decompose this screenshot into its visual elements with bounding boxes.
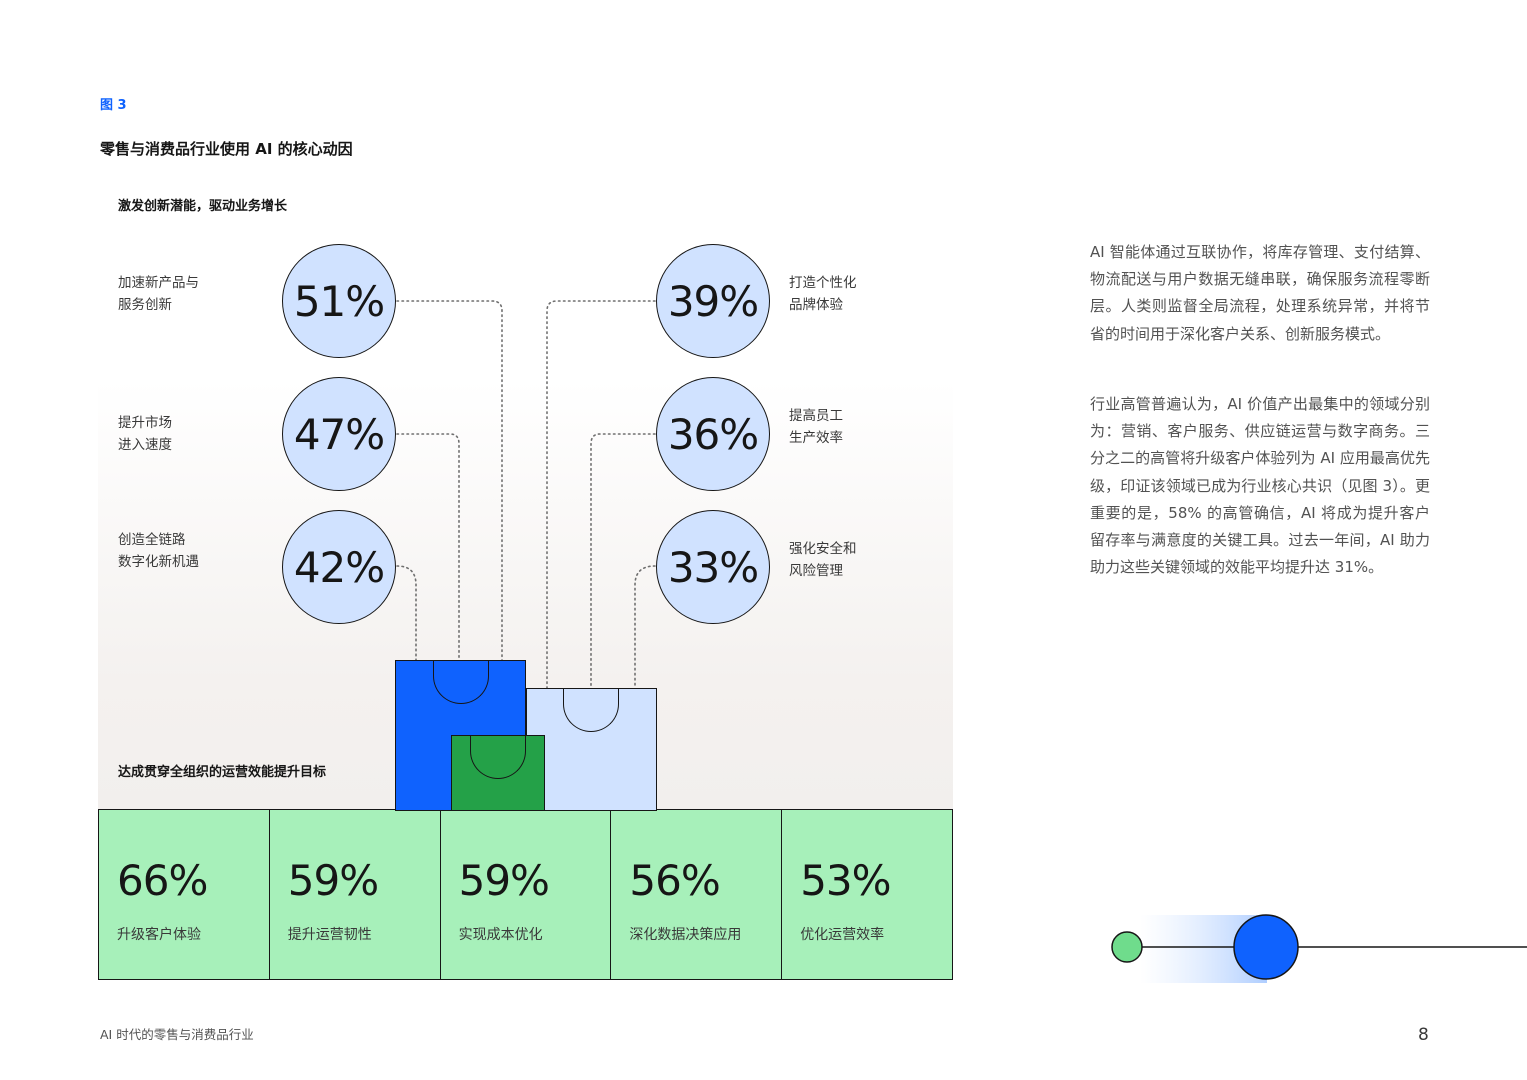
body-paragraph-1: AI 智能体通过互联协作，将库存管理、支付结算、物流配送与用户数据无缝串联，确保… bbox=[1090, 243, 1430, 343]
goal-tile: 66% 升级客户体验 bbox=[99, 810, 270, 979]
bottom-section-title: 达成贯穿全组织的运营效能提升目标 bbox=[118, 765, 327, 780]
goal-value: 53% bbox=[800, 856, 891, 905]
blue-dot-icon bbox=[1233, 914, 1299, 980]
green-bag-handle bbox=[470, 735, 526, 779]
driver-label-right-1: 打造个性化品牌体验 bbox=[789, 275, 857, 313]
figure-label: 图 3 bbox=[100, 98, 127, 113]
driver-label-left-3: 创造全链路数字化新机遇 bbox=[118, 532, 199, 570]
goal-tile: 59% 实现成本优化 bbox=[441, 810, 612, 979]
goal-value: 59% bbox=[458, 856, 550, 905]
goal-label: 优化运营效率 bbox=[800, 927, 885, 943]
driver-label-right-2: 提高员工生产效率 bbox=[789, 408, 843, 446]
goal-tile: 59% 提升运营韧性 bbox=[270, 810, 441, 979]
driver-label-left-2: 提升市场进入速度 bbox=[118, 415, 172, 453]
top-section-title: 激发创新潜能，驱动业务增长 bbox=[118, 199, 288, 214]
driver-circle-left-3: 42% bbox=[282, 510, 396, 624]
goal-label: 升级客户体验 bbox=[117, 927, 201, 943]
goal-value: 59% bbox=[287, 856, 379, 905]
driver-label-right-3: 强化安全和风险管理 bbox=[789, 541, 857, 579]
goal-tile: 56% 深化数据决策应用 bbox=[611, 810, 783, 979]
goal-value: 56% bbox=[629, 856, 720, 905]
driver-label-left-1: 加速新产品与服务创新 bbox=[118, 275, 199, 313]
green-bag bbox=[451, 735, 545, 811]
driver-circle-right-1: 39% bbox=[656, 244, 770, 358]
goal-label: 提升运营韧性 bbox=[287, 927, 372, 943]
goal-label: 实现成本优化 bbox=[458, 927, 543, 943]
driver-circle-right-2: 36% bbox=[656, 377, 770, 491]
page-number: 8 bbox=[1418, 1025, 1429, 1045]
decorative-timeline-graphic bbox=[1111, 914, 1527, 983]
green-dot-icon bbox=[1111, 931, 1143, 963]
driver-circle-left-2: 47% bbox=[282, 377, 396, 491]
footer-title: AI 时代的零售与消费品行业 bbox=[100, 1027, 254, 1042]
figure-title: 零售与消费品行业使用 AI 的核心动因 bbox=[100, 140, 353, 158]
body-paragraph-2: 行业高管普遍认为，AI 价值产出最集中的领域分别为：营销、客户服务、供应链运营与… bbox=[1090, 395, 1430, 577]
blue-bag-handle bbox=[433, 660, 489, 704]
goal-label: 深化数据决策应用 bbox=[629, 927, 742, 943]
driver-circle-left-1: 51% bbox=[282, 244, 396, 358]
light-blue-bag-handle bbox=[563, 688, 619, 732]
goal-value: 66% bbox=[117, 856, 208, 905]
driver-circle-right-3: 33% bbox=[656, 510, 770, 624]
efficiency-goals-row: 66% 升级客户体验 59% 提升运营韧性 59% 实现成本优化 56% 深化数… bbox=[98, 809, 953, 980]
light-blue-bag bbox=[526, 688, 657, 811]
goal-tile: 53% 优化运营效率 bbox=[782, 810, 952, 979]
